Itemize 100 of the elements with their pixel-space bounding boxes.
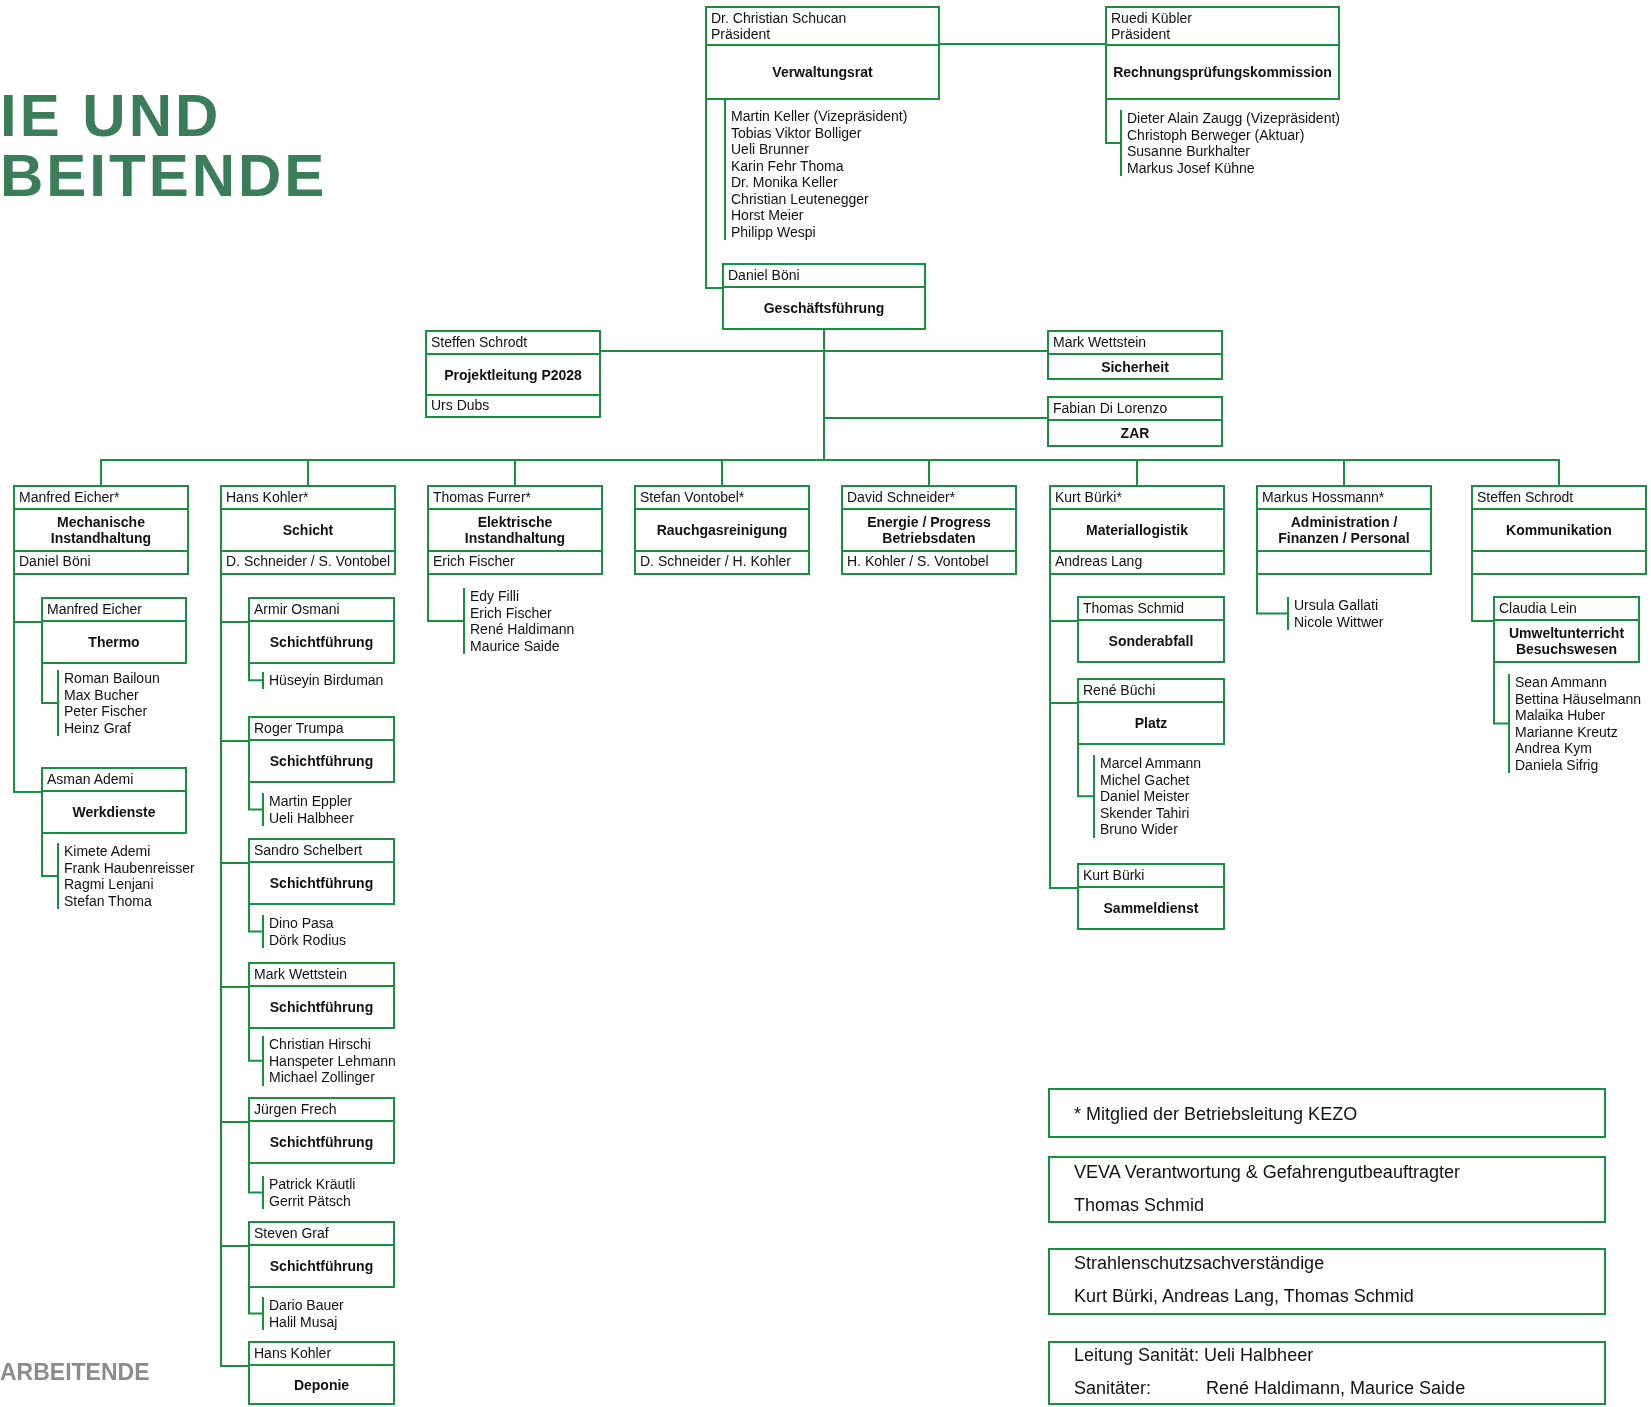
member-name: Peter Fischer bbox=[64, 703, 149, 720]
member-name: Marianne Kreutz bbox=[1515, 723, 1619, 740]
member-name: Susanne Burkhalter bbox=[1127, 143, 1251, 160]
section-heading: ARBEITENDE bbox=[0, 1359, 150, 1386]
member-name: Dieter Alain Zaugg (Vizepräsident) bbox=[1127, 110, 1340, 127]
deputy-name: Erich Fischer bbox=[433, 553, 515, 569]
person-name: Stefan Vontobel* bbox=[640, 489, 745, 505]
person-name: Steffen Schrodt bbox=[1477, 489, 1574, 505]
unit-title: Werkdienste bbox=[72, 804, 156, 820]
member-name: Christian Hirschi bbox=[269, 1036, 372, 1053]
member-name: Karin Fehr Thoma bbox=[731, 157, 845, 174]
unit-title: Elektrische Instandhaltung bbox=[463, 514, 567, 546]
member-name: Michel Gachet bbox=[1100, 771, 1191, 788]
org-unit-box bbox=[248, 597, 395, 664]
member-list bbox=[1120, 110, 1340, 176]
person-name: Roger Trumpa bbox=[254, 720, 344, 736]
note-text: VEVA Verantwortung & Gefahrengutbeauftragter bbox=[1074, 1161, 1460, 1183]
note-text: Sanitäter: bbox=[1074, 1377, 1152, 1399]
person-name: Mark Wettstein bbox=[254, 966, 348, 982]
unit-title: Geschäftsführung bbox=[763, 300, 885, 316]
org-unit-box bbox=[41, 767, 187, 834]
member-name: Nicole Wittwer bbox=[1294, 613, 1384, 630]
connector-line bbox=[248, 782, 263, 811]
note-text: Thomas Schmid bbox=[1074, 1194, 1205, 1216]
member-list bbox=[1287, 597, 1384, 630]
person-name: Steffen Schrodt bbox=[431, 334, 528, 350]
note-box bbox=[1048, 1156, 1606, 1223]
member-list bbox=[262, 1297, 344, 1330]
person-name: Jürgen Frech bbox=[254, 1101, 337, 1117]
unit-title: Schichtführung bbox=[269, 634, 374, 650]
member-name: Christoph Berweger (Aktuar) bbox=[1127, 126, 1306, 143]
connector-line bbox=[248, 904, 263, 933]
person-name: Manfred Eicher* bbox=[19, 489, 120, 505]
unit-title: Schichtführung bbox=[269, 753, 374, 769]
unit-title: Energie / Progress Betriebsdaten bbox=[866, 514, 992, 546]
member-list bbox=[724, 108, 908, 240]
member-list bbox=[1093, 755, 1202, 838]
connector-line bbox=[41, 663, 58, 704]
unit-title: Schichtführung bbox=[269, 875, 374, 891]
member-list bbox=[262, 793, 354, 826]
person-name: Sandro Schelbert bbox=[254, 842, 363, 858]
member-name: Andrea Kym bbox=[1515, 740, 1594, 757]
unit-title: Thermo bbox=[88, 634, 140, 650]
unit-title: Platz bbox=[1134, 715, 1168, 731]
member-name: Sean Ammann bbox=[1515, 674, 1608, 691]
member-name: Heinz Graf bbox=[64, 719, 132, 736]
note-box bbox=[1048, 1341, 1606, 1405]
connector-line bbox=[427, 574, 464, 622]
member-list bbox=[57, 670, 160, 736]
unit-title: Schicht bbox=[282, 522, 334, 538]
member-name: Malaika Huber bbox=[1515, 707, 1607, 724]
member-name: Daniel Meister bbox=[1100, 788, 1191, 805]
member-list bbox=[262, 1036, 396, 1086]
org-unit-box bbox=[1077, 596, 1225, 663]
person-name: René Büchi bbox=[1083, 682, 1156, 698]
member-name: René Haldimann bbox=[470, 621, 575, 638]
org-unit-box bbox=[248, 1097, 395, 1164]
member-name: Maurice Saide bbox=[470, 637, 561, 654]
person-name: Asman Ademi bbox=[47, 771, 134, 787]
member-name: Dr. Monika Keller bbox=[731, 174, 839, 191]
member-name: Kimete Ademi bbox=[64, 843, 152, 860]
member-name: Dino Pasa bbox=[269, 915, 335, 932]
org-unit-box bbox=[248, 716, 395, 783]
unit-title: Schichtführung bbox=[269, 1134, 374, 1150]
person-name: Daniel Böni bbox=[728, 267, 800, 283]
member-name: Ueli Halbheer bbox=[269, 809, 354, 826]
org-unit-box bbox=[841, 485, 1017, 575]
note-text: Strahlenschutzsachverständige bbox=[1074, 1252, 1325, 1274]
member-name: Gerrit Pätsch bbox=[269, 1192, 352, 1209]
unit-title: Sammeldienst bbox=[1103, 900, 1199, 916]
person-name: Hans Kohler bbox=[254, 1345, 332, 1361]
person-name: Markus Hossmann* bbox=[1262, 489, 1385, 505]
org-unit-box bbox=[248, 1341, 395, 1405]
unit-title: Sicherheit bbox=[1101, 358, 1169, 375]
member-name: Christian Leutenegger bbox=[731, 190, 870, 207]
member-name: Patrick Kräutli bbox=[269, 1176, 356, 1193]
unit-title: Sonderabfall bbox=[1108, 633, 1194, 649]
connector-line bbox=[1105, 99, 1121, 144]
org-unit-box bbox=[1077, 678, 1225, 745]
unit-title: Rauchgasreinigung bbox=[656, 522, 788, 538]
member-name: Max Bucher bbox=[64, 686, 140, 703]
connector-line bbox=[248, 1287, 263, 1315]
note-text: Kurt Bürki, Andreas Lang, Thomas Schmid bbox=[1074, 1285, 1414, 1307]
org-unit-box bbox=[427, 485, 603, 575]
connector-line bbox=[724, 99, 726, 109]
person-name: Steven Graf bbox=[254, 1225, 329, 1241]
org-unit-box bbox=[248, 962, 395, 1029]
connector-line bbox=[705, 99, 723, 289]
member-name: Erich Fischer bbox=[470, 604, 553, 621]
member-name: Martin Eppler bbox=[269, 793, 354, 810]
connector-line bbox=[939, 43, 1106, 45]
person-name: Kurt Bürki bbox=[1083, 867, 1145, 883]
deputy-name: D. Schneider / S. Vontobel bbox=[226, 553, 391, 569]
member-name: Hüseyin Birduman bbox=[269, 672, 384, 689]
person-name: Kurt Bürki* bbox=[1055, 489, 1122, 505]
deputy-name: D. Schneider / H. Kohler bbox=[640, 553, 791, 569]
org-unit-box bbox=[13, 485, 189, 575]
person-name: Hans Kohler* bbox=[226, 489, 309, 505]
org-unit-box bbox=[1049, 485, 1225, 575]
note-box bbox=[1048, 1088, 1606, 1138]
